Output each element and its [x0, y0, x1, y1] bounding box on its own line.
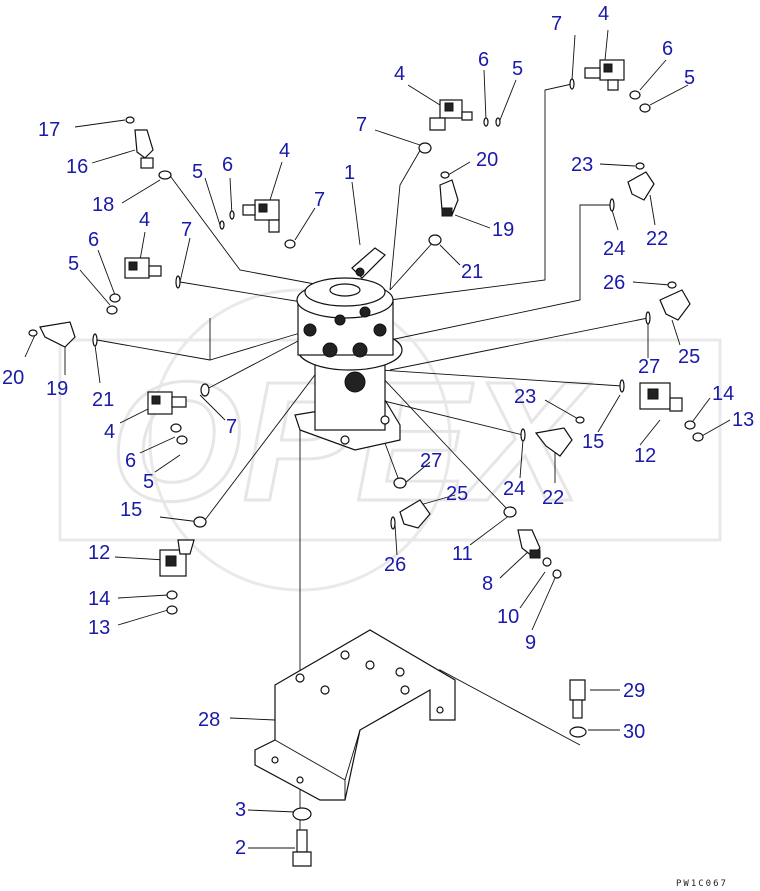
- callout-18: 18: [92, 194, 114, 216]
- callout-6: 6: [125, 450, 136, 472]
- callout-21: 21: [461, 261, 483, 283]
- callout-5: 5: [143, 471, 154, 493]
- callout-23: 23: [571, 154, 593, 176]
- callout-22: 22: [542, 487, 564, 509]
- fitting-4-top: [429, 99, 473, 131]
- callout-27: 27: [638, 356, 660, 378]
- callout-4: 4: [104, 421, 115, 443]
- callout-6: 6: [662, 38, 673, 60]
- drawing-code: PW1C067: [676, 879, 728, 889]
- callout-11: 11: [452, 543, 473, 565]
- fitting-19-left: [39, 321, 76, 348]
- callout-7: 7: [551, 13, 562, 35]
- callout-6: 6: [478, 49, 489, 71]
- callout-12: 12: [634, 445, 656, 467]
- callout-6: 6: [88, 229, 99, 251]
- leader-lines: [24, 29, 731, 850]
- callout-24: 24: [503, 478, 525, 500]
- fitting-19-top: [439, 179, 459, 217]
- callout-4: 4: [394, 63, 405, 85]
- callout-24: 24: [603, 238, 625, 260]
- callout-7: 7: [356, 114, 367, 136]
- o-rings: [28, 78, 704, 615]
- fitting-4-lower: [147, 391, 187, 415]
- callout-19: 19: [492, 219, 514, 241]
- callout-14: 14: [712, 383, 734, 405]
- callout-labels: 17 16 18 5 6 4 7 1 4 6 5 7 4 6 5 7 4 6 5…: [2, 3, 754, 859]
- fitting-22-top: [627, 171, 655, 201]
- callout-1: 1: [344, 162, 355, 184]
- callout-29: 29: [623, 680, 645, 702]
- callout-25: 25: [446, 483, 468, 505]
- callout-5: 5: [192, 161, 203, 183]
- fitting-12-lower: [159, 539, 195, 577]
- callout-10: 10: [497, 606, 519, 628]
- fitting-4-left: [242, 199, 280, 233]
- fitting-22-lower: [534, 427, 573, 457]
- callout-4: 4: [139, 209, 150, 231]
- callout-27: 27: [420, 450, 442, 472]
- fitting-16: [134, 129, 154, 169]
- callout-9: 9: [525, 632, 536, 654]
- callout-7: 7: [314, 189, 325, 211]
- callout-21: 21: [92, 389, 114, 411]
- callout-2: 2: [235, 837, 246, 859]
- fitting-4-midleft: [124, 257, 162, 279]
- callout-5: 5: [512, 58, 523, 80]
- callout-5: 5: [684, 67, 695, 89]
- callout-14: 14: [88, 588, 110, 610]
- callout-20: 20: [476, 149, 498, 171]
- callout-7: 7: [226, 416, 237, 438]
- callout-15: 15: [120, 499, 142, 521]
- fitting-25-lower: [399, 499, 431, 529]
- callout-16: 16: [66, 156, 88, 178]
- elbow-fittings: [39, 59, 691, 577]
- fitting-4-topright: [584, 59, 625, 91]
- callout-28: 28: [198, 709, 220, 731]
- callout-5: 5: [68, 253, 79, 275]
- fitting-8: [517, 529, 541, 559]
- bracket-28: [254, 629, 456, 801]
- callout-4: 4: [279, 140, 290, 162]
- callout-22: 22: [646, 228, 668, 250]
- callout-15: 15: [582, 431, 604, 453]
- callout-25: 25: [678, 346, 700, 368]
- callout-20: 20: [2, 367, 24, 389]
- callout-13: 13: [732, 409, 754, 431]
- callout-26: 26: [384, 554, 406, 576]
- callout-13: 13: [88, 617, 110, 639]
- callout-12: 12: [88, 542, 110, 564]
- fitting-25-right: [659, 289, 691, 321]
- callout-23: 23: [514, 386, 536, 408]
- fitting-12-right: [639, 382, 683, 412]
- callout-26: 26: [603, 272, 625, 294]
- bolts-washers: [292, 679, 587, 867]
- callout-4: 4: [598, 3, 609, 25]
- callout-6: 6: [222, 154, 233, 176]
- callout-17: 17: [38, 119, 60, 141]
- callout-7: 7: [181, 219, 192, 241]
- callout-19: 19: [46, 378, 68, 400]
- swivel-joint-assembly: [294, 247, 403, 451]
- callout-8: 8: [482, 573, 493, 595]
- callout-30: 30: [623, 721, 645, 743]
- callout-3: 3: [235, 799, 246, 821]
